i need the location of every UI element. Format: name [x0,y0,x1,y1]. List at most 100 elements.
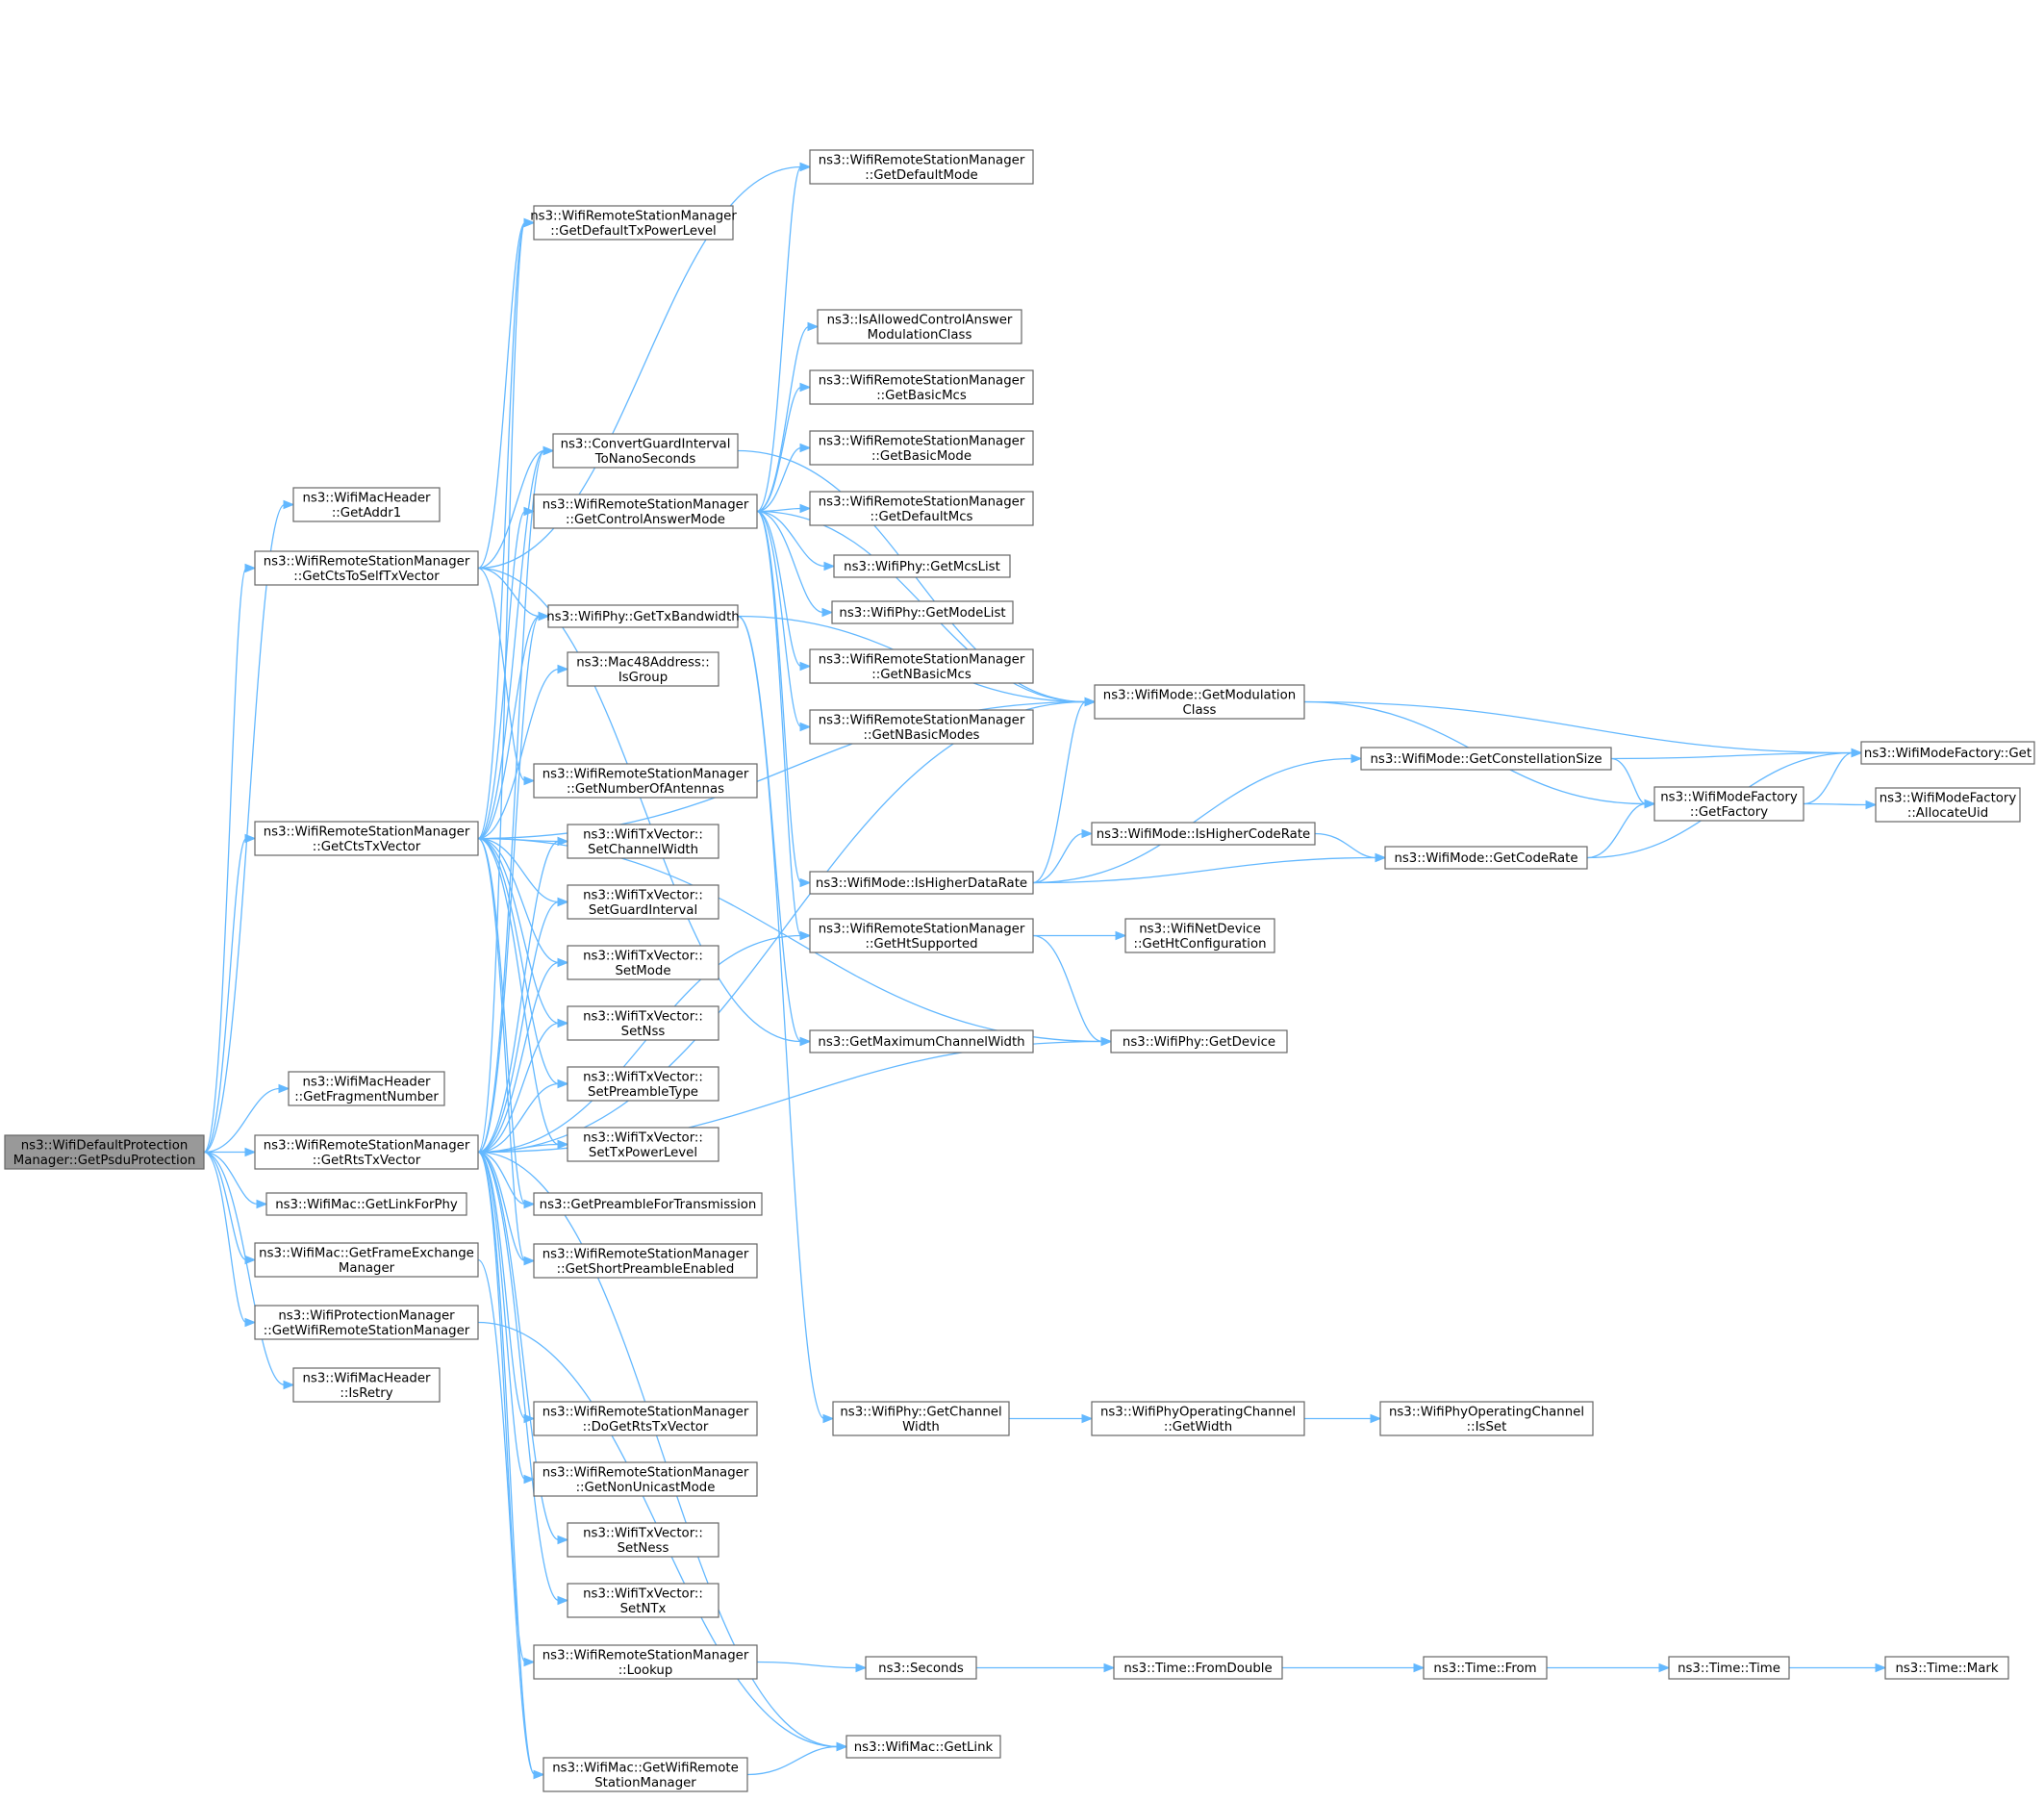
node-box[interactable] [833,554,1011,578]
node-basicMode[interactable]: ns3::WifiRemoteStationManager::GetBasicM… [809,430,1034,466]
node-rtsTx[interactable]: ns3::WifiRemoteStationManager::GetRtsTxV… [254,1134,479,1170]
node-box[interactable] [809,709,1034,745]
node-box[interactable] [809,918,1034,953]
node-box[interactable] [254,821,479,856]
node-isHigherCR[interactable]: ns3::WifiMode::IsHigherCodeRate [1091,822,1316,846]
node-box[interactable] [845,1735,1001,1759]
node-box[interactable] [1875,787,2021,823]
node-box[interactable] [567,1583,719,1618]
node-ctsToSelf[interactable]: ns3::WifiRemoteStationManager::GetCtsToS… [254,550,479,586]
node-getLink[interactable]: ns3::WifiMac::GetLink [845,1735,1001,1759]
node-timeTime[interactable]: ns3::Time::Time [1668,1656,1790,1680]
node-fromDouble[interactable]: ns3::Time::FromDouble [1113,1656,1283,1680]
node-getFactory[interactable]: ns3::WifiModeFactory::GetFactory [1653,786,1804,822]
node-opWidth[interactable]: ns3::WifiPhyOperatingChannel::GetWidth [1091,1401,1305,1436]
node-timeFrom[interactable]: ns3::Time::From [1423,1656,1548,1680]
node-isRetry[interactable]: ns3::WifiMacHeader::IsRetry [292,1367,441,1403]
node-box[interactable] [4,1134,205,1170]
node-box[interactable] [809,648,1034,684]
node-box[interactable] [543,1757,748,1792]
node-doRts[interactable]: ns3::WifiRemoteStationManager::DoGetRtsT… [533,1401,758,1436]
node-box[interactable] [533,494,758,529]
node-box[interactable] [1091,1401,1305,1436]
node-box[interactable] [865,1656,977,1680]
node-ctsTx[interactable]: ns3::WifiRemoteStationManager::GetCtsTxV… [254,821,479,856]
node-isAllowed[interactable]: ns3::IsAllowedControlAnswerModulationCla… [817,309,1022,344]
node-box[interactable] [567,884,719,920]
node-box[interactable] [567,1066,719,1102]
node-getDevice[interactable]: ns3::WifiPhy::GetDevice [1110,1029,1288,1053]
node-setMode[interactable]: ns3::WifiTxVector::SetMode [567,945,719,980]
node-box[interactable] [254,1305,479,1340]
node-box[interactable] [533,1644,758,1680]
node-box[interactable] [292,487,441,522]
node-box[interactable] [1884,1656,2009,1680]
node-box[interactable] [809,1029,1034,1053]
node-box[interactable] [567,1127,719,1162]
node-box[interactable] [533,205,734,241]
node-box[interactable] [254,1134,479,1170]
node-box[interactable] [533,1192,763,1216]
node-root[interactable]: ns3::WifiDefaultProtectionManager::GetPs… [4,1134,205,1170]
node-setNss[interactable]: ns3::WifiTxVector::SetNss [567,1005,719,1041]
node-setNess[interactable]: ns3::WifiTxVector::SetNess [567,1522,719,1558]
node-setPre[interactable]: ns3::WifiTxVector::SetPreambleType [567,1066,719,1102]
node-nBasicMcs[interactable]: ns3::WifiRemoteStationManager::GetNBasic… [809,648,1034,684]
node-lookup[interactable]: ns3::WifiRemoteStationManager::Lookup [533,1644,758,1680]
node-box[interactable] [288,1071,445,1106]
node-defTxPower[interactable]: ns3::WifiRemoteStationManager::GetDefaul… [530,205,737,241]
node-box[interactable] [533,1243,758,1279]
node-box[interactable] [265,1192,467,1216]
node-isGroup[interactable]: ns3::Mac48Address::IsGroup [567,651,719,687]
node-defMcs[interactable]: ns3::WifiRemoteStationManager::GetDefaul… [809,491,1034,526]
node-constSize[interactable]: ns3::WifiMode::GetConstellationSize [1360,747,1612,771]
node-getAddr1[interactable]: ns3::WifiMacHeader::GetAddr1 [292,487,441,522]
node-box[interactable] [809,149,1034,185]
node-opIsSet[interactable]: ns3::WifiPhyOperatingChannel::IsSet [1379,1401,1594,1436]
node-htSupported[interactable]: ns3::WifiRemoteStationManager::GetHtSupp… [809,918,1034,953]
node-box[interactable] [1124,918,1275,953]
node-htConfig[interactable]: ns3::WifiNetDevice::GetHtConfiguration [1124,918,1275,953]
node-box[interactable] [533,1401,758,1436]
node-box[interactable] [809,871,1034,895]
node-box[interactable] [567,1522,719,1558]
node-box[interactable] [547,604,739,628]
node-maxCw[interactable]: ns3::GetMaximumChannelWidth [809,1029,1034,1053]
node-box[interactable] [567,1005,719,1041]
node-box[interactable] [1379,1401,1594,1436]
node-setGi[interactable]: ns3::WifiTxVector::SetGuardInterval [567,884,719,920]
node-box[interactable] [809,491,1034,526]
node-modeList[interactable]: ns3::WifiPhy::GetModeList [831,600,1014,624]
node-box[interactable] [567,651,719,687]
node-box[interactable] [567,945,719,980]
node-mcsList[interactable]: ns3::WifiPhy::GetMcsList [833,554,1011,578]
node-box[interactable] [533,1461,758,1497]
node-fragNum[interactable]: ns3::WifiMacHeader::GetFragmentNumber [288,1071,445,1106]
node-box[interactable] [292,1367,441,1403]
node-txBw[interactable]: ns3::WifiPhy::GetTxBandwidth [546,604,740,628]
node-setNtx[interactable]: ns3::WifiTxVector::SetNTx [567,1583,719,1618]
node-linkForPhy[interactable]: ns3::WifiMac::GetLinkForPhy [265,1192,467,1216]
node-box[interactable] [809,430,1034,466]
node-box[interactable] [1094,684,1305,720]
node-box[interactable] [817,309,1022,344]
node-box[interactable] [1423,1656,1548,1680]
node-box[interactable] [1668,1656,1790,1680]
node-box[interactable] [1360,747,1612,771]
node-factoryGet[interactable]: ns3::WifiModeFactory::Get [1860,741,2035,765]
node-isHigherDR[interactable]: ns3::WifiMode::IsHigherDataRate [809,871,1034,895]
node-preTx[interactable]: ns3::GetPreambleForTransmission [533,1192,763,1216]
node-box[interactable] [533,763,758,799]
node-box[interactable] [1113,1656,1283,1680]
node-codeRate[interactable]: ns3::WifiMode::GetCodeRate [1384,846,1588,870]
node-basicMcs[interactable]: ns3::WifiRemoteStationManager::GetBasicM… [809,369,1034,405]
node-setTxp[interactable]: ns3::WifiTxVector::SetTxPowerLevel [567,1127,719,1162]
node-seconds[interactable]: ns3::Seconds [865,1656,977,1680]
node-defMode[interactable]: ns3::WifiRemoteStationManager::GetDefaul… [809,149,1034,185]
node-timeMark[interactable]: ns3::Time::Mark [1884,1656,2009,1680]
node-box[interactable] [254,1242,479,1278]
node-box[interactable] [832,1401,1010,1436]
